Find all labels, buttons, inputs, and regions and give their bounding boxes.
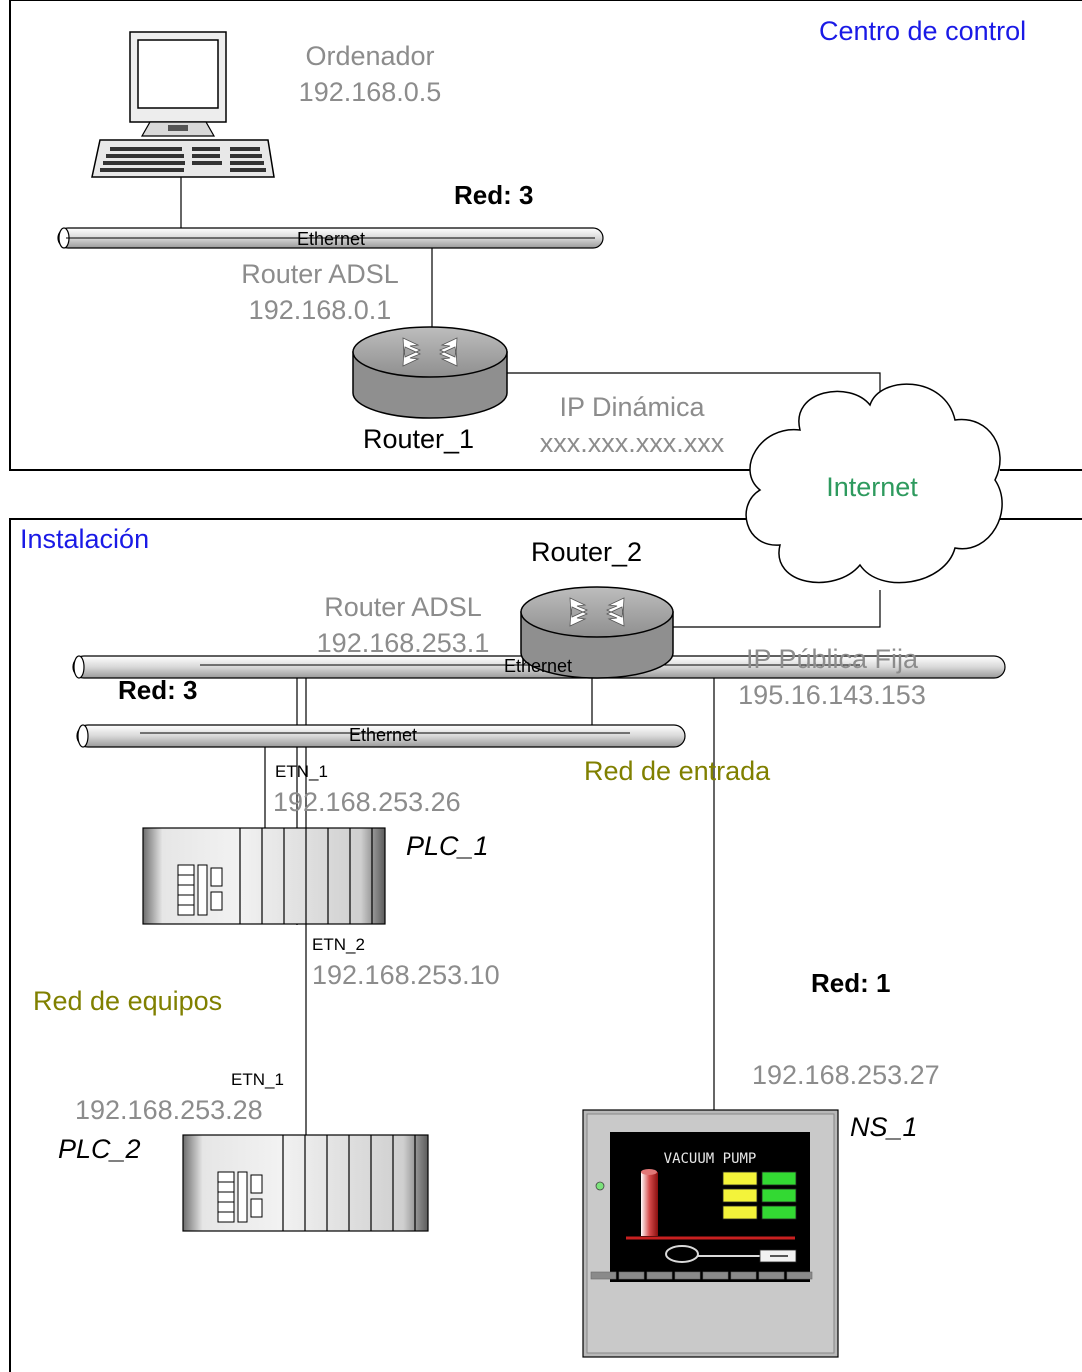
ns-1-ip: 192.168.253.27 <box>752 1060 940 1090</box>
zone-label-control-center: Centro de control <box>819 16 1027 46</box>
hmi-screen-title: VACUUM PUMP <box>664 1151 757 1167</box>
plc-1-port-2: ETN_2 <box>312 935 365 954</box>
internet-label: Internet <box>826 472 918 502</box>
router-2-name: Router_2 <box>531 537 643 567</box>
router-1-icon <box>352 326 508 419</box>
plc-1-ip-2: 192.168.253.10 <box>312 960 500 990</box>
computer-icon <box>91 31 275 178</box>
router-2-wan-label: IP Pública Fija 195.16.143.153 <box>738 641 926 713</box>
plc-2-ip: 192.168.253.28 <box>75 1095 263 1125</box>
control-ethernet-label: Ethernet <box>296 229 366 249</box>
control-network-red-label: Red: 3 <box>454 180 534 210</box>
router-2-wan-ip: 195.16.143.153 <box>738 680 926 710</box>
control-center-frame <box>9 0 1082 471</box>
ethernet-bus-control <box>57 227 604 249</box>
ethernet-bus-entrada <box>76 724 686 748</box>
router-2-ip: 192.168.253.1 <box>316 628 490 658</box>
router-2-wan-type: IP Pública Fija <box>745 644 919 674</box>
router-1-name: Router_1 <box>363 424 475 454</box>
zone-label-installation: Instalación <box>20 524 150 554</box>
equipos-ethernet-label: Ethernet <box>503 656 573 676</box>
entrada-network-name: Red de entrada <box>584 756 771 786</box>
plc-2-name: PLC_2 <box>58 1134 141 1164</box>
computer-name: Ordenador <box>305 41 435 71</box>
plc-2-port: ETN_1 <box>231 1070 284 1089</box>
router-2-lan-label: Router ADSL 192.168.253.1 <box>317 589 490 661</box>
router-1-type: Router ADSL <box>241 259 399 289</box>
installation-frame <box>9 518 1082 1372</box>
internet-cloud-icon <box>745 383 1003 584</box>
entrada-network-red-label: Red: 3 <box>118 675 198 705</box>
router-1-wan-label: IP Dinámica xxx.xxx.xxx.xxx <box>540 389 725 461</box>
ns-1-hmi-icon: VACUUM PUMP <box>582 1109 839 1358</box>
equipos-network-name: Red de equipos <box>33 986 223 1016</box>
router-1-lan-label: Router ADSL 192.168.0.1 <box>241 256 399 328</box>
computer-label: Ordenador 192.168.0.5 <box>299 38 442 110</box>
router-1-wan-type: IP Dinámica <box>559 392 705 422</box>
entrada-ethernet-label: Ethernet <box>348 725 418 745</box>
router-2-type: Router ADSL <box>324 592 482 622</box>
router-1-ip: 192.168.0.1 <box>248 295 392 325</box>
computer-ip: 192.168.0.5 <box>298 77 442 107</box>
plc-1-name: PLC_1 <box>406 831 489 861</box>
plc-1-ip-1: 192.168.253.26 <box>273 787 461 817</box>
plc-1-icon <box>142 827 386 925</box>
plc-1-port-1: ETN_1 <box>275 762 328 781</box>
ns-1-name: NS_1 <box>850 1112 918 1142</box>
router-1-wan-ip: xxx.xxx.xxx.xxx <box>539 428 725 458</box>
equipos-network-red-label: Red: 1 <box>811 968 891 998</box>
plc-2-icon <box>182 1134 429 1232</box>
router-2-icon <box>520 586 674 679</box>
